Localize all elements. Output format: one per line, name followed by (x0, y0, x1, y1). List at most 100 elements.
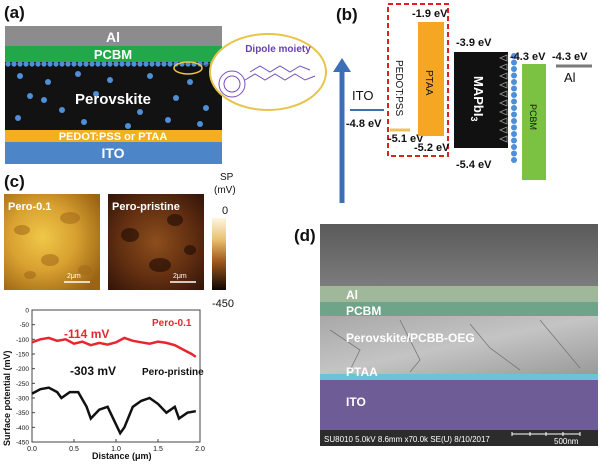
sem-perovskite-label: Perovskite/PCBB-OEG (346, 331, 475, 345)
sem-ptaa-layer (320, 374, 598, 380)
bulk-dot (81, 119, 87, 125)
x-tick-label: 0.5 (69, 446, 79, 453)
panel-a-label: (a) (4, 3, 25, 22)
ito-layer (5, 142, 222, 164)
dipole-arrow (498, 63, 508, 71)
sem-scale-ticks (511, 432, 581, 436)
ito-level: -4.8 eV (346, 118, 382, 130)
interface-dot (11, 61, 17, 67)
al-name: Al (564, 70, 576, 85)
interface-dot (511, 98, 517, 105)
pcbm-level: -4.3 eV (510, 51, 546, 63)
ito-layer-label: ITO (101, 145, 124, 161)
interface-dot (511, 53, 517, 59)
x-tick-label: 2.0 (195, 446, 205, 453)
interface-dot (511, 144, 517, 150)
colorbar-title-1: SP (220, 172, 234, 183)
sem-pcbm-layer (320, 302, 598, 316)
panel-b-label: (b) (336, 5, 358, 24)
interface-dot (149, 61, 155, 67)
x-tick-label: 1.0 (111, 446, 121, 453)
pcbm-name: PCBM (528, 104, 538, 130)
interface-dot (77, 61, 83, 67)
colorbar-title-2: (mV) (214, 185, 236, 196)
series-line-pero-pristine (31, 386, 197, 436)
htl-layer (5, 130, 222, 142)
interface-dot (47, 61, 53, 67)
dipole-arrow (498, 108, 508, 116)
bulk-dot (93, 91, 99, 97)
mapbi3-vb: -5.4 eV (456, 159, 492, 171)
pcbm-layer-label: PCBM (94, 47, 132, 62)
interface-dot (59, 61, 65, 67)
dipole-arrow (498, 99, 508, 107)
sem-pcbm-label: PCBM (346, 304, 381, 318)
y-tick-label: -50 (20, 322, 30, 329)
interface-dot (83, 61, 89, 67)
interface-dot (29, 61, 35, 67)
sem-al-label: Al (346, 288, 358, 302)
interface-dot (511, 150, 517, 157)
x-tick-label: 1.5 (153, 446, 163, 453)
ptaa-name: PTAA (423, 70, 434, 96)
interface-dot (511, 111, 517, 118)
pedot-name: PEDOT:PSS (393, 60, 404, 116)
sem-scale-label: 500nm (554, 437, 579, 446)
y-tick-label: -100 (16, 337, 29, 344)
mapbi3-cb: -3.9 eV (456, 37, 492, 49)
interface-dot (65, 61, 71, 67)
interface-dot (511, 105, 517, 111)
interface-dot (17, 61, 23, 67)
interface-dot (35, 61, 41, 67)
scale-label-1: 2μm (67, 273, 81, 280)
bulk-dot (41, 97, 47, 103)
y-tick-label: -300 (16, 396, 29, 403)
dipole-arrow (498, 135, 508, 143)
device-stack-diagram: Al PCBM Perovskite PEDOT:PSS or PTAA ITO… (5, 26, 327, 164)
panel-c: (c) Pero-0 (0, 170, 290, 461)
molecule-icon (218, 65, 316, 98)
dipole-moiety-label: Dipole moiety (245, 44, 311, 55)
interface-dot (23, 61, 29, 67)
dipole-arrow (498, 117, 508, 125)
bulk-dot (203, 105, 209, 111)
dipole-callout-large (209, 33, 327, 111)
sem-top-region (320, 224, 598, 286)
sem-footer-text: SU8010 5.0kV 8.6mm x70.0k SE(U) 8/10/201… (324, 435, 490, 444)
interface-dot (131, 61, 137, 67)
interface-dot (167, 61, 173, 67)
pcbm-bar (522, 64, 546, 180)
bulk-dot (125, 123, 131, 129)
y-tick-label: -450 (16, 440, 29, 447)
dipole-arrow (498, 81, 508, 89)
bulk-dot (15, 115, 21, 121)
interface-dot (511, 72, 517, 79)
interface-dot (511, 92, 517, 98)
interface-dot (511, 59, 517, 66)
dipole-arrow (498, 72, 508, 80)
y-tick-label: -150 (16, 352, 29, 359)
kpfm-panel: Pero-0.1 2μm Pero-pristine 2μm SP (mV) 0… (2, 172, 236, 461)
colorbar-max: 0 (222, 205, 228, 217)
interface-dot (53, 61, 59, 67)
al-layer-label: Al (106, 29, 120, 45)
kpfm-texture-1 (14, 212, 92, 279)
bulk-dot (147, 73, 153, 79)
x-axis-label: Distance (μm) (92, 451, 152, 461)
sem-perovskite-layer (320, 316, 598, 374)
interface-dot (113, 61, 119, 67)
y-tick-label: -350 (16, 410, 29, 417)
panel-d: (d) Al PCBM Perovskite/PCBB-OEG PT (290, 220, 600, 461)
interface-dot (107, 61, 113, 67)
annotation-red: -114 mV (64, 327, 109, 341)
bulk-dot (187, 79, 193, 85)
pcbm-layer (5, 46, 222, 62)
interface-dot (511, 131, 517, 137)
interface-dot (511, 157, 517, 163)
sem-al-layer (320, 286, 598, 302)
sem-grain-texture (329, 319, 581, 373)
interface-dot (511, 124, 517, 131)
interface-dot (41, 61, 47, 67)
interface-dot (119, 61, 125, 67)
